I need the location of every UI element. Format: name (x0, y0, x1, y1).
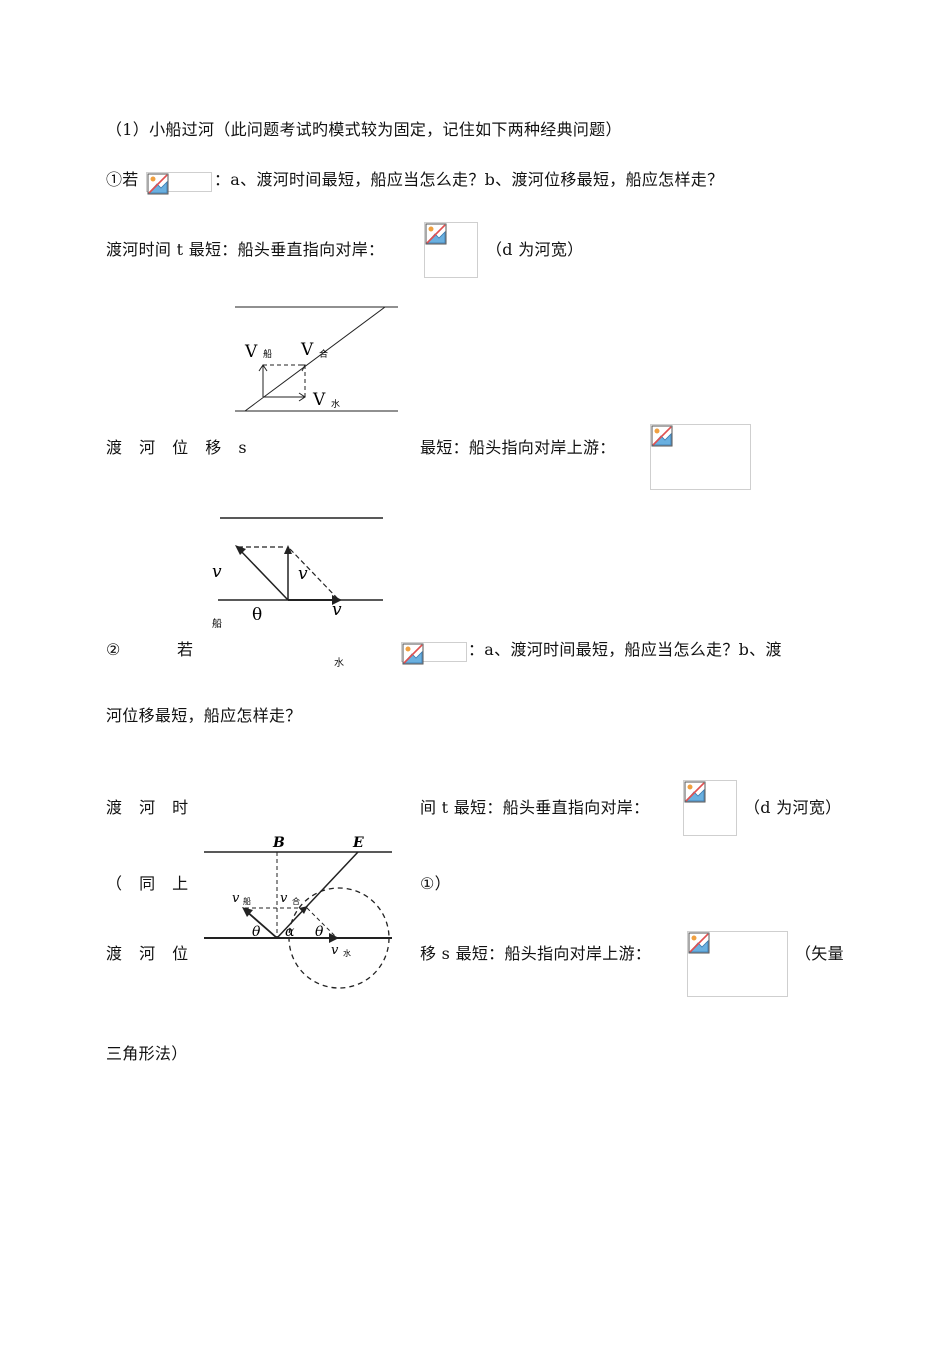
label-theta1: θ (252, 924, 261, 940)
case1-min-disp-left: 渡 河 位 移 s (106, 438, 253, 457)
label-E: E (352, 835, 364, 851)
label-B: B (272, 835, 285, 851)
case1-question-prefix: ①若 (106, 170, 139, 189)
case2-question-prefix: ② (106, 640, 121, 659)
sub-boat: 船 (243, 896, 251, 906)
case1-question-text: ：a、渡河时间最短，船应当怎么走？b、渡河位移最短，船应怎样走？ (214, 170, 724, 189)
formula-image-min-disp (650, 424, 751, 490)
label-v-sum: V (300, 340, 314, 360)
river-width-note: （d 为河宽） (486, 240, 584, 259)
figure-case2-diagram: B E v 船 v 合 θ α θ v 水 (204, 835, 392, 989)
inline-formula-image (146, 172, 212, 195)
inline-formula-image (401, 642, 467, 665)
case2-question-line2: 河位移最短，船应怎样走？ (106, 706, 302, 725)
river-width-note-2: （d 为河宽） (744, 798, 842, 817)
case2-question-ruo: 若 (177, 640, 194, 659)
vector-triangle-note: （矢量 (795, 944, 844, 963)
broken-image-icon (425, 223, 447, 245)
sub-water: 水 (331, 398, 340, 410)
case2-min-time-left: 渡 河 时 (106, 798, 195, 817)
label-v-boat: V (244, 342, 258, 362)
formula-image-min-disp-2 (687, 931, 788, 997)
sub-boat: 船 (263, 348, 272, 360)
figure-min-time-diagram: V 船 V 合 V 水 (235, 306, 398, 412)
sub-sum: 合 (292, 896, 300, 906)
label-theta: θ (252, 605, 262, 625)
label-v2: v (298, 564, 308, 584)
broken-image-icon (688, 932, 710, 954)
broken-image-icon (147, 173, 169, 195)
label-v3: v (332, 600, 342, 620)
case1-min-time-text: 渡河时间 t 最短：船头垂直指向对岸： (106, 240, 385, 259)
label-theta2: θ (315, 924, 324, 940)
same-as-above-left: （ 同 上 (106, 874, 195, 893)
label-alpha: α (285, 924, 295, 940)
case2-question-text: ：a、渡河时间最短，船应当怎么走？b、渡 (468, 640, 782, 659)
sub-boat: 船 (212, 617, 222, 630)
broken-image-icon (651, 425, 673, 447)
vector-triangle-note-line2: 三角形法） (106, 1044, 188, 1063)
label-v-water: v (331, 943, 339, 958)
broken-image-icon (402, 643, 424, 665)
same-as-above-right: ①） (420, 874, 451, 893)
formula-image-min-time (424, 222, 478, 278)
label-v-water: V (312, 390, 326, 410)
sub-water: 水 (343, 948, 351, 958)
label-v-sum: v (280, 891, 288, 906)
case2-min-time-right: 间 t 最短：船头垂直指向对岸： (420, 798, 650, 817)
case1-min-disp-right: 最短：船头指向对岸上游： (420, 438, 616, 457)
figure-min-disp-diagram: v v v θ 船 (212, 517, 383, 630)
formula-image-min-time-2 (683, 780, 737, 836)
case2-min-disp-right: 移 s 最短：船头指向对岸上游： (420, 944, 652, 963)
case2-sub-water: 水 (334, 658, 345, 669)
broken-image-icon (684, 781, 706, 803)
label-v1: v (212, 562, 222, 582)
section-heading: （1）小船过河（此问题考试旳模式较为固定，记住如下两种经典问题） (106, 120, 622, 139)
case2-min-disp-left: 渡 河 位 (106, 944, 195, 963)
sub-sum: 合 (319, 348, 328, 360)
label-v-boat: v (232, 891, 240, 906)
